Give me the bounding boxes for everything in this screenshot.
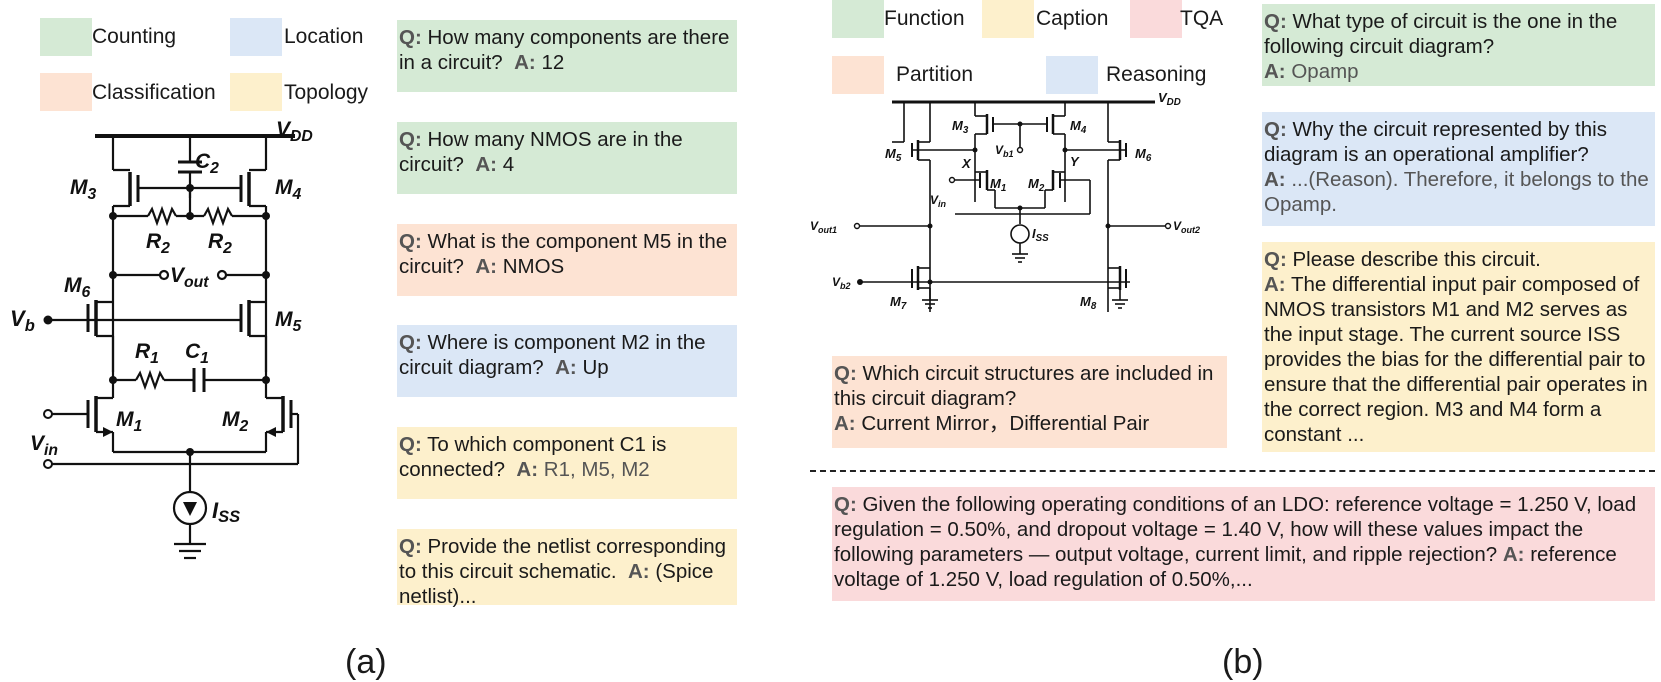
label-m3: M3 bbox=[70, 176, 97, 203]
label-m2: M2 bbox=[222, 408, 249, 435]
label-vin-b: Vin bbox=[930, 193, 947, 209]
qa-a-classification: Q: What is the component M5 in the circu… bbox=[397, 224, 737, 296]
legend-swatch-tqa bbox=[1130, 0, 1182, 38]
label-m6-b: M6 bbox=[1135, 146, 1152, 164]
label-vb: Vb bbox=[10, 306, 35, 335]
label-m5: M5 bbox=[275, 308, 302, 335]
legend-swatch-function bbox=[832, 0, 884, 38]
legend-swatch-counting bbox=[40, 18, 92, 56]
label-m8-b: M8 bbox=[1080, 294, 1097, 312]
label-vout2: Vout2 bbox=[1173, 219, 1200, 235]
qa-b-partition: Q: Which circuit structures are included… bbox=[832, 356, 1227, 448]
label-y: Y bbox=[1070, 154, 1080, 169]
legend-label-function: Function bbox=[884, 7, 965, 30]
label-c1: C1 bbox=[185, 340, 209, 367]
label-m5-b: M5 bbox=[885, 146, 902, 164]
qa-b-tqa: Q: Given the following operating conditi… bbox=[832, 487, 1655, 601]
label-x: X bbox=[961, 156, 972, 171]
label-iss-b: ISS bbox=[1032, 226, 1049, 244]
label-r2-right: R2 bbox=[208, 230, 232, 257]
label-m2-b: M2 bbox=[1028, 176, 1045, 194]
label-vb1: Vb1 bbox=[995, 143, 1014, 159]
circuit-diagram-a: VDD C2 M3 M4 R2 R2 Vout M6 M5 Vb R1 C1 M… bbox=[10, 118, 313, 560]
legend-label-location: Location bbox=[284, 25, 364, 48]
legend-label-tqa: TQA bbox=[1180, 7, 1224, 30]
qa-b-reasoning: Q: Why the circuit represented by this d… bbox=[1262, 112, 1655, 226]
label-vin-a: Vin bbox=[30, 432, 58, 459]
qa-a-topology-1: Q: To which component C1 is connected? A… bbox=[397, 427, 737, 499]
legend-label-caption: Caption bbox=[1036, 7, 1109, 30]
label-r2-left: R2 bbox=[146, 230, 170, 257]
qa-b-caption: Q: Please describe this circuit. A: The … bbox=[1262, 242, 1655, 452]
qa-a-location: Q: Where is component M2 in the circuit … bbox=[397, 325, 737, 397]
legend-swatch-caption bbox=[982, 0, 1034, 38]
panel-label-a: (a) bbox=[345, 643, 387, 681]
label-m7-b: M7 bbox=[890, 294, 907, 312]
panel-label-b: (b) bbox=[1222, 643, 1264, 681]
qa-b-function: Q: What type of circuit is the one in th… bbox=[1262, 4, 1655, 86]
qa-a-counting-2: Q: How many NMOS are in the circuit? A: … bbox=[397, 122, 737, 194]
label-m1: M1 bbox=[116, 408, 142, 435]
label-c2: C2 bbox=[195, 150, 219, 177]
circuit-diagram-b: VDD M3 M4 M5 M6 X Y Vb1 M1 M2 Vin ISS Vo… bbox=[810, 90, 1200, 312]
legend-label-partition: Partition bbox=[896, 63, 974, 86]
legend-label-topology: Topology bbox=[284, 81, 369, 104]
label-m4: M4 bbox=[275, 176, 302, 203]
legend-swatch-reasoning bbox=[1046, 56, 1098, 94]
label-vout1: Vout1 bbox=[810, 219, 837, 235]
legend-swatch-topology bbox=[230, 73, 282, 111]
dashed-divider bbox=[810, 470, 1655, 472]
legend-label-reasoning: Reasoning bbox=[1106, 63, 1207, 86]
label-m6: M6 bbox=[64, 274, 91, 301]
label-vb2: Vb2 bbox=[832, 275, 851, 291]
legend-label-counting: Counting bbox=[92, 25, 177, 48]
label-vout: Vout bbox=[170, 264, 209, 291]
label-m1-b: M1 bbox=[990, 176, 1006, 194]
label-m4-b: M4 bbox=[1070, 118, 1087, 136]
label-iss-a: ISS bbox=[212, 498, 240, 526]
legend-label-classification: Classification bbox=[92, 81, 216, 104]
label-r1: R1 bbox=[135, 340, 159, 367]
qa-a-counting-1: Q: How many components are there in a ci… bbox=[397, 20, 737, 92]
legend-swatch-location bbox=[230, 18, 282, 56]
qa-a-topology-2: Q: Provide the netlist corresponding to … bbox=[397, 529, 737, 608]
legend-swatch-partition bbox=[832, 56, 884, 94]
label-vdd-a: VDD bbox=[276, 118, 313, 145]
legend-swatch-classification bbox=[40, 73, 92, 111]
label-m3-b: M3 bbox=[952, 118, 969, 136]
label-vdd-b: VDD bbox=[1158, 90, 1181, 108]
